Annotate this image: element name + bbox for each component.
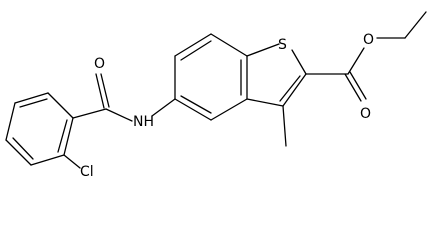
bond bbox=[95, 73, 105, 109]
bond bbox=[30, 154, 65, 166]
sulfur-label: S bbox=[278, 37, 287, 53]
bond bbox=[210, 33, 248, 57]
thiophene-ring bbox=[246, 43, 307, 107]
bond bbox=[246, 98, 284, 107]
bond bbox=[63, 117, 74, 156]
bond bbox=[151, 98, 176, 117]
bond bbox=[210, 98, 248, 121]
bond bbox=[282, 73, 307, 107]
bond bbox=[14, 92, 49, 104]
bond bbox=[291, 49, 307, 75]
bond bbox=[105, 108, 133, 122]
structure-diagram: Cl O NH S O O bbox=[5, 11, 427, 180]
benzo-ring bbox=[174, 33, 248, 121]
bond bbox=[57, 119, 68, 153]
bond bbox=[349, 71, 367, 100]
bond bbox=[344, 73, 362, 102]
bond bbox=[180, 40, 212, 61]
bond bbox=[5, 102, 16, 141]
bond bbox=[47, 92, 74, 119]
bond bbox=[12, 137, 34, 160]
amide-oxygen-label: O bbox=[94, 56, 105, 72]
ester-carbonyl-oxygen-label: O bbox=[360, 106, 371, 122]
bond bbox=[180, 95, 212, 114]
bond bbox=[279, 75, 301, 102]
chlorine-label: Cl bbox=[80, 164, 94, 180]
bond bbox=[63, 154, 81, 169]
amide-nitrogen-label: NH bbox=[133, 114, 154, 130]
bond bbox=[404, 11, 427, 39]
bond bbox=[100, 73, 110, 108]
bond bbox=[347, 47, 365, 75]
chlorophenyl-ring bbox=[5, 92, 74, 166]
bond bbox=[19, 98, 48, 108]
bond bbox=[174, 98, 212, 121]
bond bbox=[72, 108, 107, 119]
bond bbox=[174, 33, 212, 57]
ester-oxygen-label: O bbox=[363, 32, 374, 48]
bond bbox=[5, 139, 32, 166]
bond bbox=[282, 105, 287, 147]
bond bbox=[246, 43, 280, 57]
